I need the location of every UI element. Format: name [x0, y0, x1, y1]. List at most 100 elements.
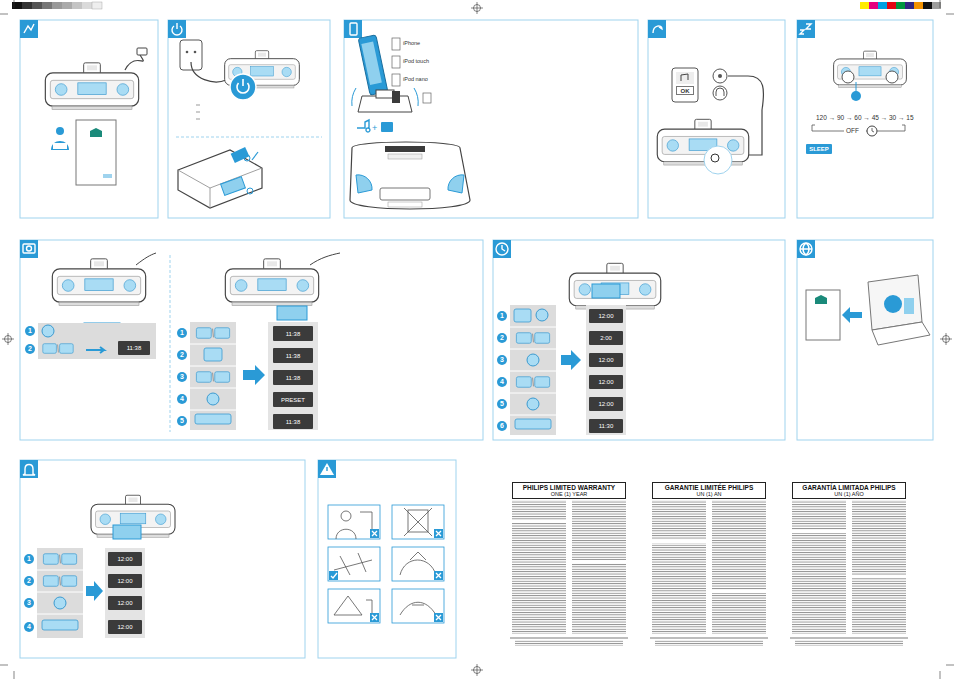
node-text: 12:00 — [117, 600, 132, 606]
callout-number: 2 — [24, 576, 34, 586]
art-rect — [53, 143, 67, 149]
art-path — [400, 552, 436, 575]
power-illustration — [178, 40, 299, 208]
node-text: PHILIPS LIMITED WARRANTY — [523, 484, 615, 491]
art-rect — [92, 2, 102, 9]
display-readout: 12:00 — [108, 620, 142, 634]
warranty-title: GARANTÍA LIMITADA PHILIPSUN (1) AÑO — [792, 482, 906, 499]
art-circle — [886, 71, 898, 83]
display-readout: 11:38 — [273, 370, 313, 385]
art-path — [178, 150, 262, 208]
art-circle — [884, 295, 902, 313]
dock-illustration: + — [350, 35, 470, 209]
art-path — [86, 581, 103, 601]
display-readout: 12:00 — [589, 375, 623, 389]
art-path — [872, 128, 874, 132]
warranty-text-blocks — [510, 500, 908, 646]
art-line — [946, 665, 954, 666]
art-rect — [655, 640, 763, 646]
art-use — [43, 344, 73, 354]
art-rect — [648, 20, 666, 38]
art-path — [502, 245, 505, 251]
art-path — [872, 322, 930, 345]
art-rect — [268, 322, 318, 430]
timer-sequence: 120 → 90 → 60 → 45 → 30 → 15 — [816, 114, 914, 121]
display-readout: 12:00 — [589, 309, 623, 323]
art-rect — [392, 589, 444, 623]
art-rect — [20, 20, 38, 38]
art-line — [510, 393, 556, 394]
art-use — [834, 51, 907, 87]
art-path — [815, 295, 827, 304]
art-line — [856, 82, 857, 92]
art-path — [372, 531, 377, 536]
art-path — [331, 573, 337, 578]
art-rect — [423, 93, 431, 103]
art-rect — [388, 202, 422, 207]
node-text: UN (1) AN — [696, 491, 721, 497]
art-path — [350, 142, 470, 209]
art-circle — [244, 155, 250, 161]
art-line — [176, 23, 177, 29]
art-g — [23, 23, 812, 475]
art-path — [842, 307, 862, 323]
art-g — [510, 327, 556, 415]
art-path — [90, 128, 102, 137]
art-g — [331, 531, 441, 620]
node-text: 12:00 — [598, 379, 613, 385]
art-rect — [358, 35, 388, 95]
art-rect — [326, 467, 327, 471]
art-rect — [344, 20, 638, 218]
art-line — [8, 333, 9, 345]
art-rect — [42, 620, 78, 630]
art-rect — [20, 240, 483, 440]
art-line — [37, 592, 83, 593]
art-circle — [527, 354, 539, 366]
art-circle — [713, 69, 727, 83]
art-circle — [27, 246, 32, 251]
art-rect — [572, 500, 626, 634]
display-readout: PRESET — [273, 392, 313, 407]
node-text: 2:00 — [600, 335, 612, 341]
art-circle — [711, 154, 719, 162]
art-line — [190, 388, 236, 389]
art-rect — [318, 460, 456, 658]
warranty-title: PHILIPS LIMITED WARRANTYONE (1) YEAR — [512, 482, 626, 499]
header-tabs — [20, 20, 815, 478]
art-rect — [392, 74, 400, 86]
art-rect — [514, 309, 531, 322]
art-line — [190, 366, 236, 367]
art-line — [242, 79, 244, 86]
art-rect — [852, 575, 906, 578]
art-line — [510, 327, 556, 328]
art-rect — [137, 48, 147, 55]
art-path — [191, 62, 226, 82]
node-text: PRESET — [281, 397, 305, 403]
callout-number: 1 — [177, 328, 187, 338]
audio-in-illustration — [657, 68, 763, 174]
sleep-button: SLEEP — [806, 144, 832, 154]
callout-number: 3 — [497, 355, 507, 365]
art-rect — [82, 2, 92, 9]
art-rect — [795, 640, 903, 646]
art-rect — [328, 547, 380, 581]
art-rect — [493, 240, 785, 440]
art-rect — [392, 547, 444, 581]
art-g — [334, 508, 436, 618]
art-path — [336, 529, 356, 539]
art-circle — [851, 91, 861, 101]
plus-sign: + — [372, 123, 377, 133]
display-readout: 11:38 — [118, 341, 150, 355]
art-rect — [329, 571, 338, 580]
art-g — [860, 2, 941, 9]
art-line — [176, 137, 322, 138]
node-text: 12:00 — [117, 624, 132, 630]
art-use — [43, 576, 76, 587]
callout-number: 2 — [177, 350, 187, 360]
art-rect — [23, 244, 35, 253]
art-line — [940, 0, 941, 8]
art-line — [196, 105, 200, 106]
art-rect — [392, 505, 444, 539]
